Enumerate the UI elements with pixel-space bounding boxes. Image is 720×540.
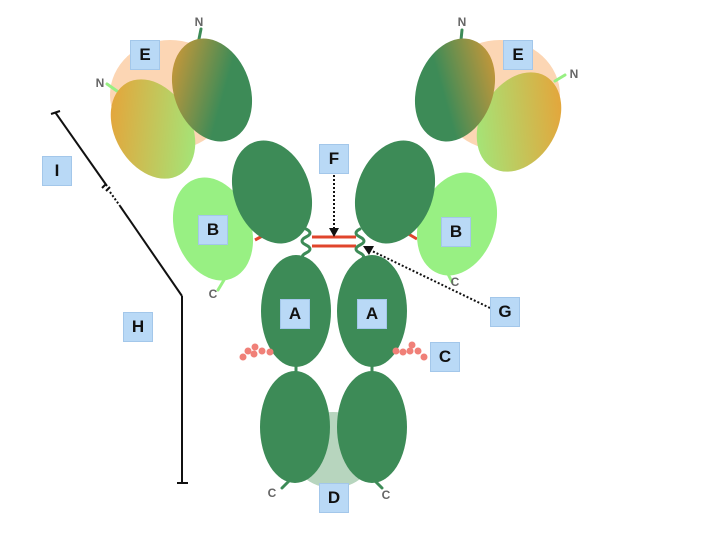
label-h: H — [123, 312, 153, 342]
heavy-chain-ch3-right — [337, 371, 407, 483]
label-a-right: A — [357, 299, 387, 329]
heavy-chain-ch1-right — [354, 140, 436, 244]
terminus-n-heavy-left: N — [195, 15, 204, 29]
light-chain-variable-right — [476, 72, 562, 172]
label-b-left: B — [198, 215, 228, 245]
heavy-chain-variable-right — [414, 38, 496, 142]
label-a-left: A — [280, 299, 310, 329]
label-d: D — [319, 483, 349, 513]
label-e-left: E — [130, 40, 160, 70]
carbohydrate-left — [239, 343, 274, 361]
label-b-right: B — [441, 217, 471, 247]
heavy-chain-variable-left — [171, 38, 253, 142]
hinge-region — [300, 227, 366, 261]
label-g: G — [490, 297, 520, 327]
label-f: F — [319, 144, 349, 174]
heavy-chain-ch3-left — [260, 371, 330, 483]
pointer-f — [329, 175, 339, 237]
label-i: I — [42, 156, 72, 186]
terminus-n-heavy-right: N — [458, 15, 467, 29]
label-e-right: E — [503, 40, 533, 70]
terminus-c-light-right: C — [451, 275, 460, 289]
terminus-c-light-left: C — [209, 287, 218, 301]
terminus-c-heavy-right: C — [382, 488, 391, 502]
light-chain-variable-left — [110, 79, 196, 179]
heavy-chain-ch1-left — [231, 140, 313, 244]
label-c: C — [430, 342, 460, 372]
terminus-c-heavy-left: C — [268, 486, 277, 500]
carbohydrate-right — [392, 341, 428, 361]
terminus-n-light-right: N — [570, 67, 579, 81]
length-bracket — [50, 110, 188, 484]
terminus-n-light-left: N — [96, 76, 105, 90]
pointer-g — [363, 246, 491, 309]
